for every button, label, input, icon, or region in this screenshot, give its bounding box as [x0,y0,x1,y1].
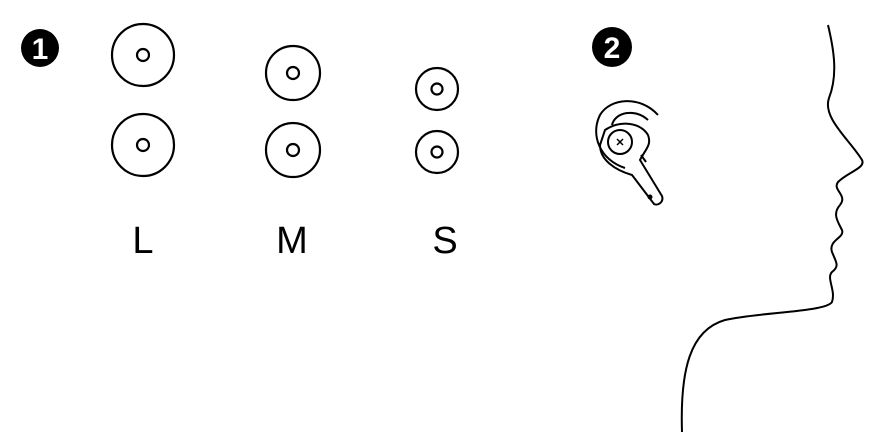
size-label-large: L [132,220,153,262]
size-label-medium: M [276,220,308,262]
step-1-number: 1 [32,33,49,66]
size-label-small: S [432,220,457,262]
earbud-icon [595,100,664,206]
step-2-number: 2 [604,32,621,65]
face-profile [680,24,864,433]
eartip-large-pair [110,22,176,178]
step-2-badge: 2 [592,27,632,67]
step-1-badge: 1 [21,29,59,67]
eartip-medium-pair [264,44,322,179]
eartip-small-pair [414,66,460,175]
